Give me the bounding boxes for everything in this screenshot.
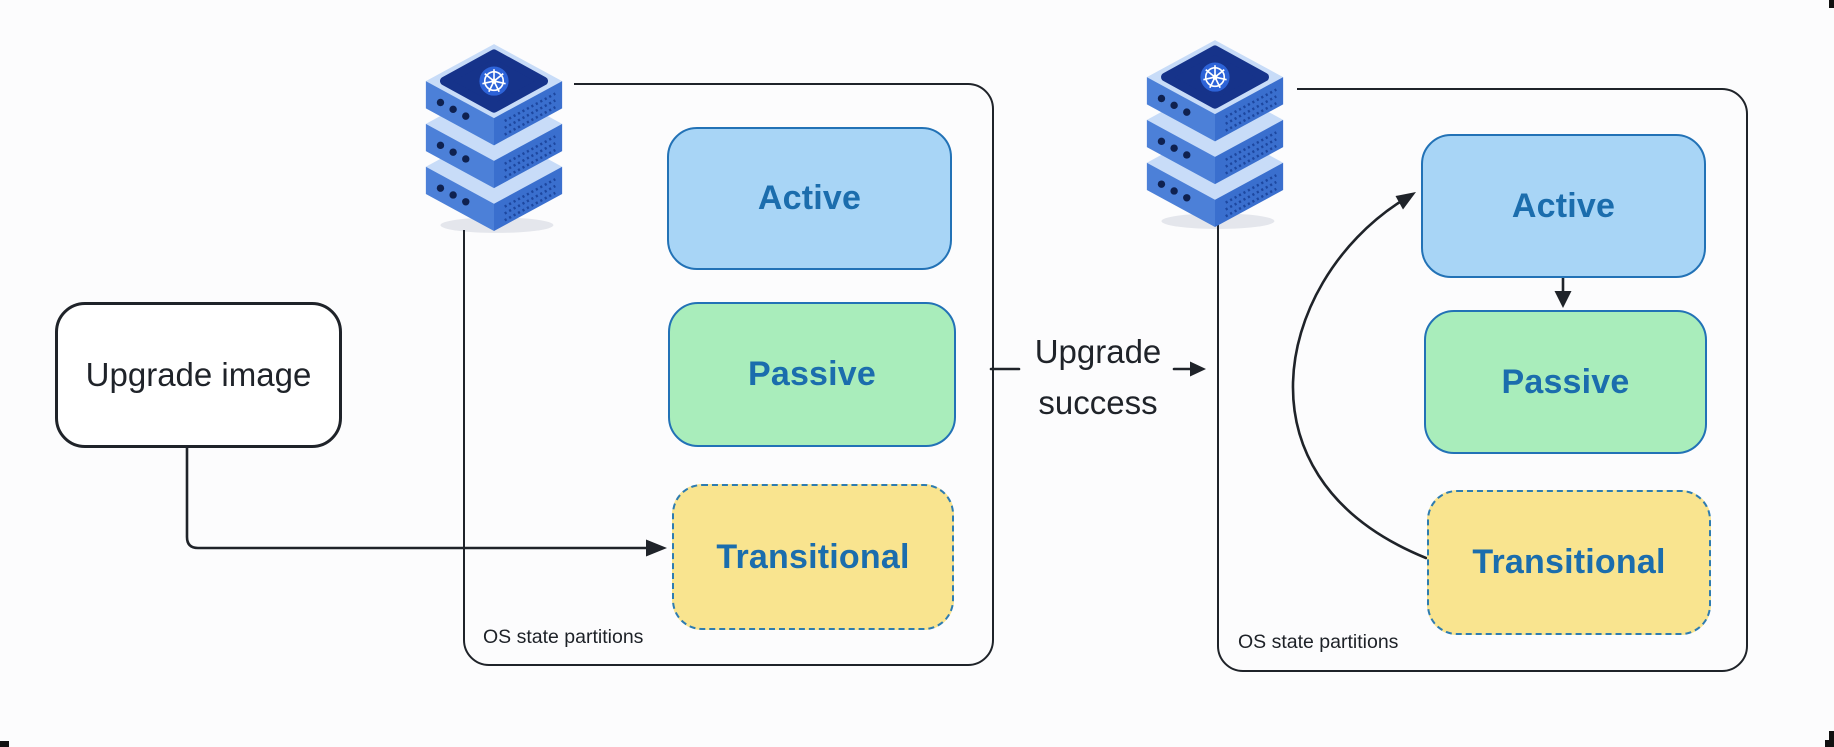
right-partition-transitional: Transitional bbox=[1427, 490, 1711, 635]
crop-artifact bbox=[1829, 0, 1834, 8]
partition-label: Passive bbox=[747, 355, 877, 393]
partition-label: Passive bbox=[1501, 362, 1630, 401]
kubernetes-server-icon bbox=[421, 44, 567, 234]
arrowhead-into-left-transitional bbox=[646, 539, 667, 557]
upgrade-success-line2: success bbox=[1038, 384, 1158, 421]
upgrade-success-line1: Upgrade bbox=[1034, 333, 1162, 370]
crop-artifact bbox=[0, 741, 9, 747]
transitional-to-active-curved-arrow bbox=[1291, 198, 1428, 560]
left-cluster-caption: OS state partitions bbox=[483, 626, 644, 648]
arrowhead-upgrade-success bbox=[1190, 361, 1206, 377]
left-partition-transitional: Transitional bbox=[672, 484, 954, 630]
kubernetes-server-icon bbox=[1142, 40, 1288, 230]
left-partition-passive: Passive bbox=[668, 302, 956, 447]
arrowhead-into-right-passive bbox=[1554, 291, 1572, 308]
crop-artifact bbox=[1829, 731, 1834, 747]
right-partition-active: Active bbox=[1421, 134, 1706, 278]
left-cluster-boundary bbox=[463, 83, 994, 666]
upgrade-image-node: Upgrade image bbox=[55, 302, 342, 448]
right-cluster-boundary bbox=[1217, 88, 1748, 672]
right-partition-passive: Passive bbox=[1424, 310, 1707, 454]
partition-label: Transitional bbox=[716, 537, 910, 576]
left-partition-active: Active bbox=[667, 127, 952, 270]
upgrade-image-label: Upgrade image bbox=[85, 356, 312, 393]
partition-label: Transitional bbox=[1472, 543, 1666, 581]
upgrade-success-label: Upgrade success bbox=[1008, 326, 1188, 428]
right-cluster-caption: OS state partitions bbox=[1238, 631, 1399, 653]
partition-label: Active bbox=[757, 179, 862, 217]
upgrade-image-to-transitional-arrow bbox=[185, 441, 648, 550]
partition-label: Active bbox=[1511, 186, 1616, 225]
arrowhead-into-right-active bbox=[1395, 192, 1416, 210]
